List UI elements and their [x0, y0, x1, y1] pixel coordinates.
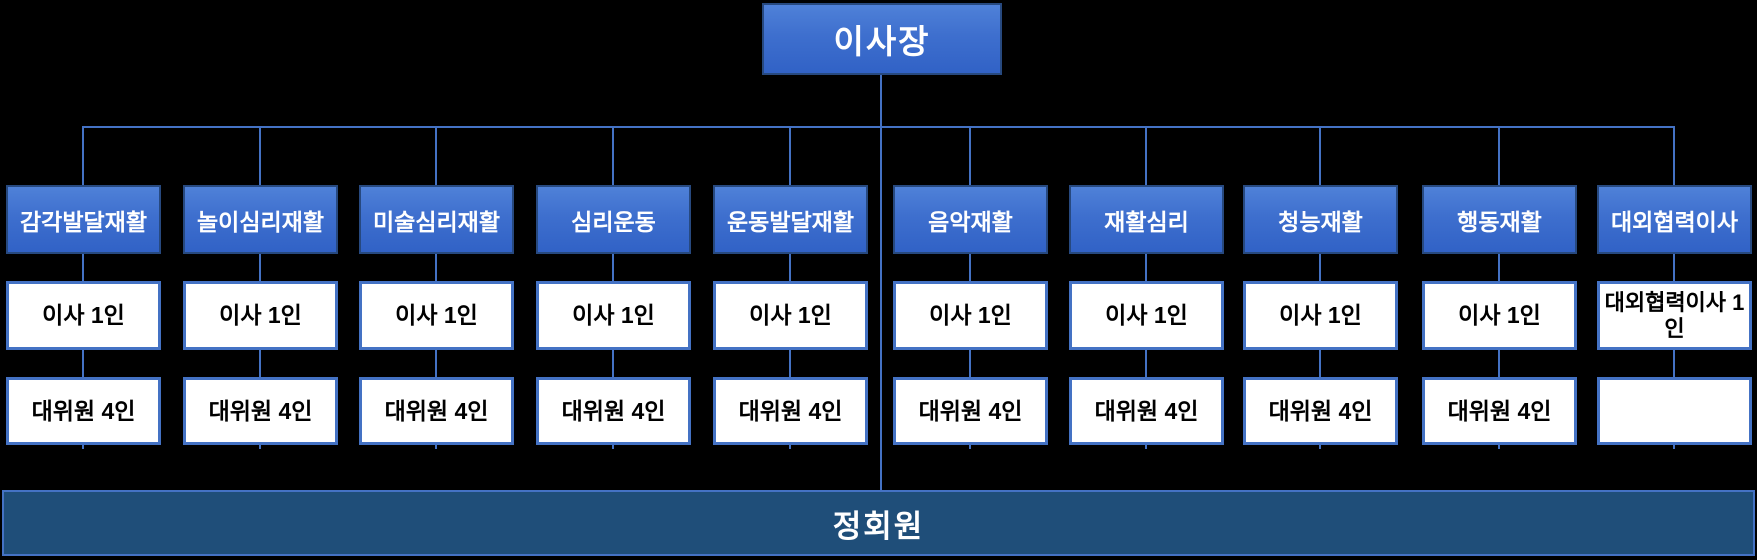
dept-title-box: 놀이심리재활 — [183, 185, 338, 254]
director-box: 이사 1인 — [359, 281, 514, 350]
delegates-box: 대위원 4인 — [1422, 377, 1577, 445]
director-box: 이사 1인 — [893, 281, 1048, 350]
director-box: 이사 1인 — [6, 281, 161, 350]
dept-title-box: 운동발달재활 — [713, 185, 868, 254]
connector-horizontal-rail — [83, 126, 1675, 128]
director-box: 대외협력이사 1인 — [1597, 281, 1752, 350]
delegates-box: 대위원 4인 — [893, 377, 1048, 445]
delegates-box: 대위원 4인 — [6, 377, 161, 445]
dept-title-box: 미술심리재활 — [359, 185, 514, 254]
director-box: 이사 1인 — [536, 281, 691, 350]
delegates-box: 대위원 4인 — [359, 377, 514, 445]
members-bar: 정회원 — [2, 490, 1755, 556]
delegates-box — [1597, 377, 1752, 445]
dept-title-box: 행동재활 — [1422, 185, 1577, 254]
delegates-box: 대위원 4인 — [1069, 377, 1224, 445]
dept-title-box: 재활심리 — [1069, 185, 1224, 254]
delegates-box: 대위원 4인 — [183, 377, 338, 445]
dept-title-box: 대외협력이사 — [1597, 185, 1752, 254]
dept-title-box: 심리운동 — [536, 185, 691, 254]
connector-chairman-to-members — [880, 75, 882, 490]
delegates-box: 대위원 4인 — [536, 377, 691, 445]
director-box: 이사 1인 — [1422, 281, 1577, 350]
dept-title-box: 청능재활 — [1243, 185, 1398, 254]
director-box: 이사 1인 — [183, 281, 338, 350]
delegates-box: 대위원 4인 — [713, 377, 868, 445]
chairman-box: 이사장 — [762, 3, 1002, 75]
dept-title-box: 음악재활 — [893, 185, 1048, 254]
director-box: 이사 1인 — [1069, 281, 1224, 350]
delegates-box: 대위원 4인 — [1243, 377, 1398, 445]
dept-title-box: 감각발달재활 — [6, 185, 161, 254]
director-box: 이사 1인 — [1243, 281, 1398, 350]
director-box: 이사 1인 — [713, 281, 868, 350]
